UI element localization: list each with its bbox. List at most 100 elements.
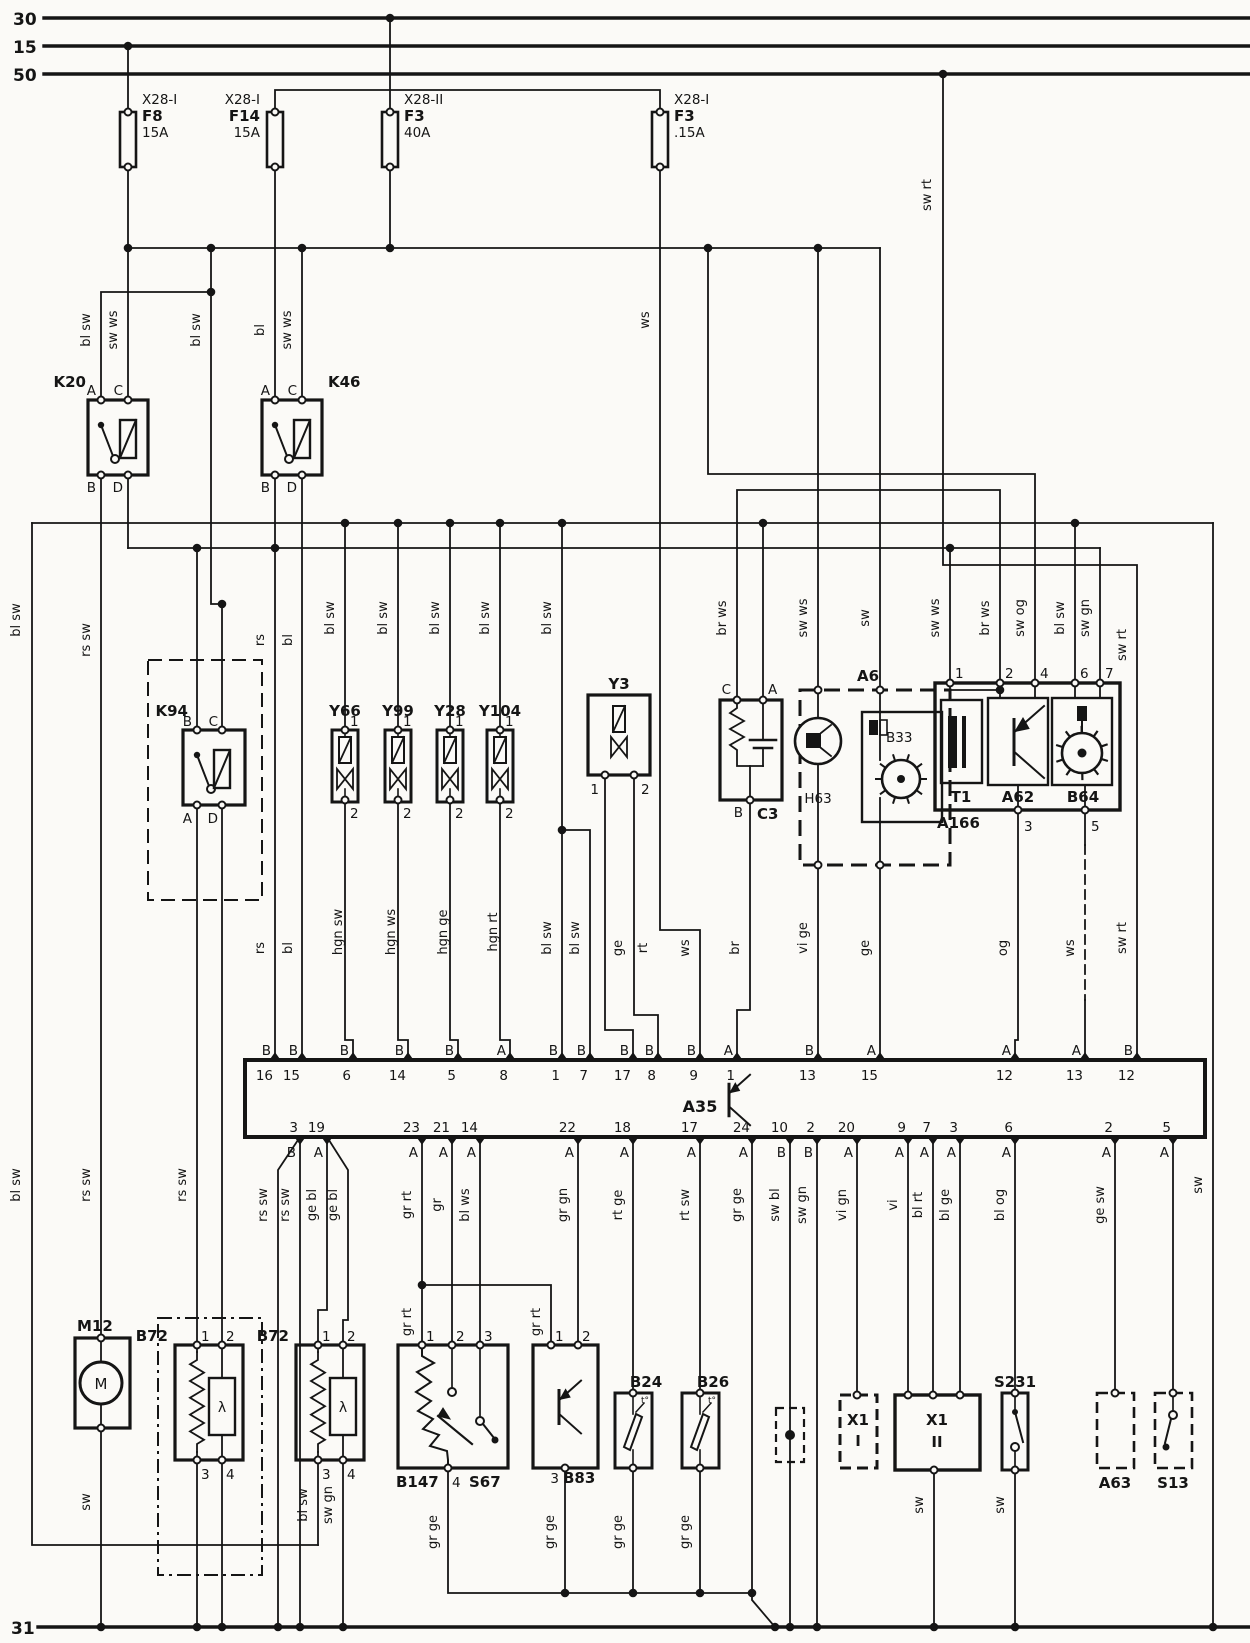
component-label: S13 bbox=[1157, 1474, 1189, 1492]
wire-color-label: vi gn bbox=[835, 1189, 850, 1221]
wire-color-label: bl ge bbox=[938, 1189, 953, 1221]
rail-label: 30 bbox=[13, 10, 37, 30]
component-glyphs bbox=[78, 418, 1178, 1471]
ecu-pin-number: 13 bbox=[799, 1068, 816, 1084]
component-label: S67 bbox=[469, 1473, 501, 1491]
ecu-pin-letter: B bbox=[805, 1043, 814, 1059]
wire-color-label: sw rt bbox=[920, 179, 935, 211]
component-label: 4 bbox=[226, 1467, 235, 1483]
component-label: 1 bbox=[201, 1329, 210, 1345]
component-label: A35 bbox=[683, 1097, 718, 1116]
wire-color-label: gr ge bbox=[543, 1515, 558, 1549]
wire-color-label: sw bbox=[1191, 1176, 1206, 1194]
component-label: 1 bbox=[426, 1329, 435, 1345]
ecu-pin-letter: A bbox=[867, 1043, 877, 1059]
component-label: 2 bbox=[505, 806, 514, 822]
component-label: A166 bbox=[937, 814, 980, 832]
ecu-pin-number: 21 bbox=[433, 1120, 450, 1136]
component-label: Y66 bbox=[328, 702, 361, 720]
ecu-pin-letter: A bbox=[739, 1145, 749, 1161]
wire-color-label: sw bbox=[993, 1496, 1008, 1514]
wire-color-label: ge bbox=[858, 940, 873, 956]
component-label: H63 bbox=[804, 791, 831, 807]
wire-color-label: bl sw bbox=[9, 603, 24, 637]
wire-color-label: hgn ge bbox=[436, 909, 451, 954]
component-label: 2 bbox=[226, 1329, 235, 1345]
ecu-pin-number: 16 bbox=[256, 1068, 273, 1084]
component-label: A62 bbox=[1002, 788, 1034, 806]
wire-color-label: ge bbox=[611, 940, 626, 956]
ecu-pin-number: 15 bbox=[861, 1068, 878, 1084]
component-label: 5 bbox=[1091, 819, 1100, 835]
ecu-pin-letter: A bbox=[947, 1145, 957, 1161]
component-label: λ bbox=[218, 1400, 226, 1416]
wire-color-label: gr gn bbox=[556, 1188, 571, 1222]
ecu-pin-letter: A bbox=[467, 1145, 477, 1161]
component-label: 4 bbox=[347, 1467, 356, 1483]
fuse-connector-label: X28-I bbox=[142, 92, 177, 108]
wire-color-label: rt sw bbox=[678, 1189, 693, 1221]
component-label: 4 bbox=[1040, 666, 1049, 682]
rail-label: 31 bbox=[11, 1619, 35, 1639]
wire-color-label: gr rt bbox=[529, 1308, 544, 1336]
wire-color-label: bl bbox=[281, 634, 296, 646]
component-label: 2 bbox=[1005, 666, 1014, 682]
ecu-pin-number: 10 bbox=[771, 1120, 788, 1136]
wire-color-label: rt ge bbox=[611, 1190, 626, 1221]
wire-color-label: bl bbox=[253, 324, 268, 336]
wire-color-label: bl sw bbox=[540, 921, 555, 955]
component-label: M12 bbox=[77, 1317, 113, 1335]
component-label: Y104 bbox=[478, 702, 521, 720]
component-label: 3 bbox=[484, 1329, 493, 1345]
ecu-pin-letter: B bbox=[777, 1145, 786, 1161]
component-label: t° bbox=[641, 1396, 649, 1406]
wire-color-label: bl sw bbox=[428, 601, 443, 635]
wires bbox=[31, 17, 1214, 1629]
wire-color-label: gr rt bbox=[400, 1308, 415, 1336]
component-label: A bbox=[768, 682, 778, 698]
ecu-pin-number: 5 bbox=[447, 1068, 456, 1084]
component-label: I bbox=[855, 1432, 861, 1450]
component-label: K94 bbox=[156, 702, 189, 720]
wire-color-label: sw og bbox=[1013, 599, 1028, 637]
ecu-pin-letter: A bbox=[724, 1043, 734, 1059]
ecu-pin-number: 6 bbox=[342, 1068, 351, 1084]
ecu-pin-number: 1 bbox=[551, 1068, 560, 1084]
ecu-pin-number: 6 bbox=[1004, 1120, 1013, 1136]
wire-color-label: bl sw bbox=[323, 601, 338, 635]
wire-color-label: gr ge bbox=[611, 1515, 626, 1549]
wire-color-label: bl sw bbox=[478, 601, 493, 635]
component-label: D bbox=[287, 480, 297, 496]
wire-color-label: sw gn bbox=[1078, 599, 1093, 637]
fuse-rating: 15A bbox=[234, 125, 261, 141]
wire-color-label: gr rt bbox=[400, 1191, 415, 1219]
component-label: 3 bbox=[1024, 819, 1033, 835]
ecu-pin-letter: A bbox=[1002, 1145, 1012, 1161]
fuse-connector-label: X28-II bbox=[404, 92, 443, 108]
component-label: B bbox=[87, 480, 96, 496]
ecu-pin-number: 3 bbox=[949, 1120, 958, 1136]
wire-color-label: gr ge bbox=[678, 1515, 693, 1549]
ecu-pin-number: 7 bbox=[579, 1068, 588, 1084]
wire-color-label: bl sw bbox=[189, 313, 204, 347]
component-label: 2 bbox=[455, 806, 464, 822]
component-label: C bbox=[209, 714, 218, 730]
wire-color-label: ws bbox=[678, 939, 693, 957]
ecu-pin-number: 5 bbox=[1162, 1120, 1171, 1136]
wire-color-label: bl sw bbox=[79, 313, 94, 347]
wire-color-label: gr bbox=[430, 1198, 445, 1212]
ecu-pin-letter: A bbox=[497, 1043, 507, 1059]
ecu-pin-letter: B bbox=[395, 1043, 404, 1059]
component-label: 6 bbox=[1080, 666, 1089, 682]
rail-label: 15 bbox=[13, 38, 37, 58]
component-label: 1 bbox=[403, 714, 412, 730]
wire-color-label: bl sw bbox=[296, 1488, 311, 1522]
ecu-pin-number: 17 bbox=[614, 1068, 631, 1084]
component-label: 1 bbox=[590, 782, 599, 798]
wire-color-label: hgn ws bbox=[384, 909, 399, 955]
ecu-pin-number: 8 bbox=[647, 1068, 656, 1084]
wire-color-label: vi ge bbox=[796, 922, 811, 954]
ecu-pin-letter: A bbox=[1102, 1145, 1112, 1161]
wire-color-label: rs sw bbox=[79, 623, 94, 657]
component-label: X1 bbox=[926, 1411, 948, 1429]
